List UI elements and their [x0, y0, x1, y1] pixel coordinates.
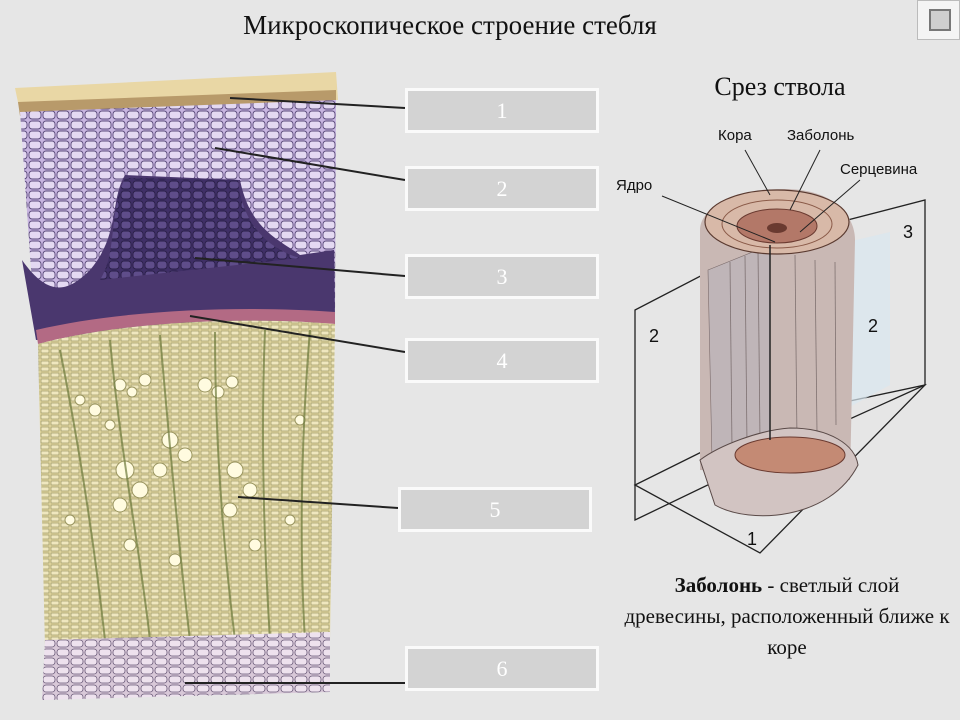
- label-box-1[interactable]: 1: [405, 88, 599, 133]
- label-box-6[interactable]: 6: [405, 646, 599, 691]
- label-box-3[interactable]: 3: [405, 254, 599, 299]
- label-pith: Серцевина: [840, 161, 918, 178]
- plane-number-2-right: 2: [868, 316, 878, 336]
- plane-number-2-left: 2: [649, 326, 659, 346]
- square-icon: [929, 9, 951, 31]
- page-title: Микроскопическое строение стебля: [243, 10, 657, 40]
- sapwood-description: Заболонь - светлый слой древесины, распо…: [624, 570, 950, 663]
- description-term: Заболонь: [674, 573, 763, 597]
- label-box-4[interactable]: 4: [405, 338, 599, 383]
- label-box-2[interactable]: 2: [405, 166, 599, 211]
- description-text: - светлый слой древесины, расположенный …: [624, 573, 950, 659]
- label-box-5[interactable]: 5: [398, 487, 592, 532]
- label-bark: Кора: [718, 127, 752, 144]
- label-sapwood: Заболонь: [787, 127, 855, 144]
- plane-number-3: 3: [903, 222, 913, 242]
- plane-number-1: 1: [747, 529, 757, 549]
- trunk-section-heading: Срез ствола: [714, 72, 846, 101]
- label-core: Ядро: [616, 177, 652, 194]
- window-control-button[interactable]: [917, 0, 960, 40]
